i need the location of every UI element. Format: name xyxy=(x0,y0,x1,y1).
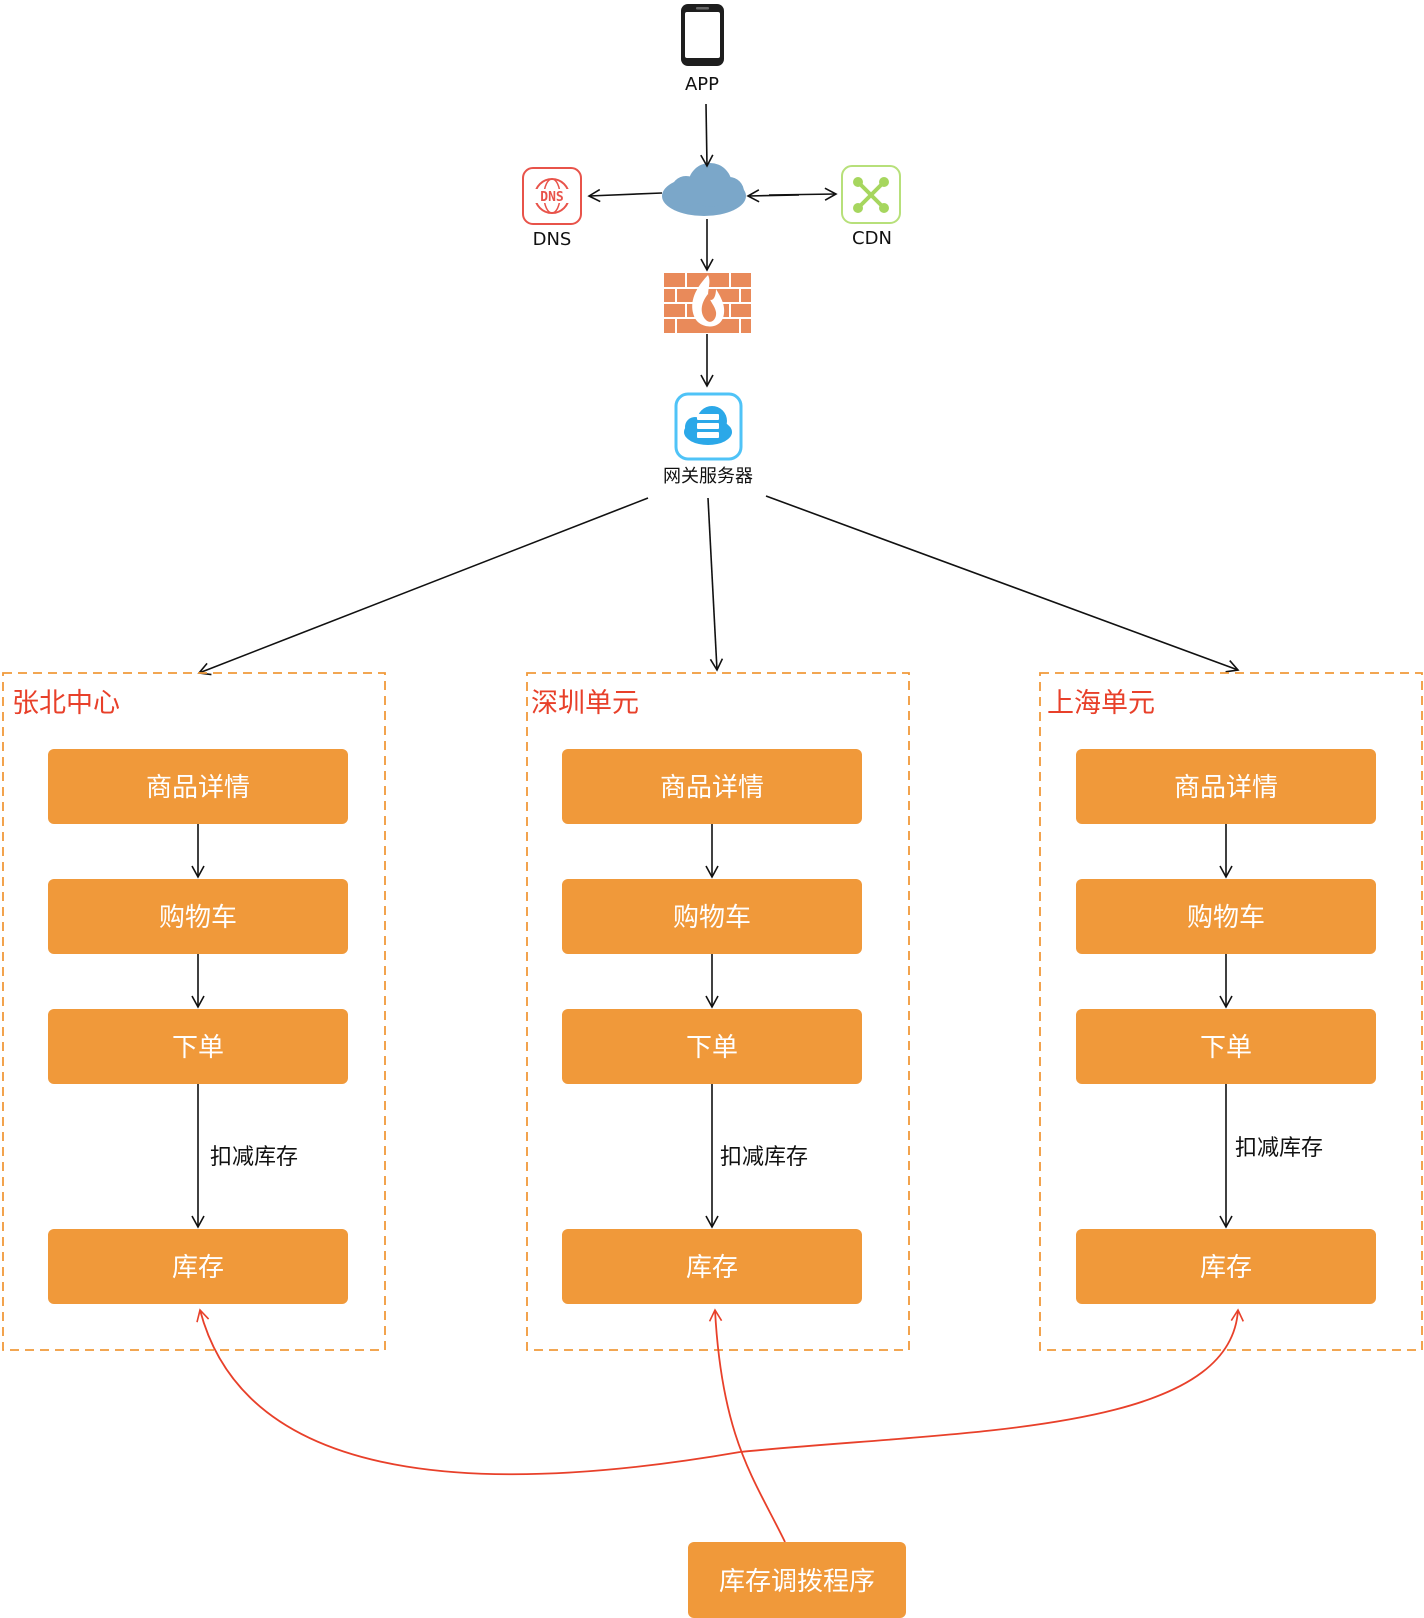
unit-region: 上海单元 商品详情 购物车 下单 库存 扣减库存 xyxy=(1039,672,1423,1351)
cloud-to-cdn-arrow xyxy=(768,187,838,201)
flow-box-label: 购物车 xyxy=(159,903,237,933)
allocator-to-unit3-arrow xyxy=(739,1308,1244,1453)
app-to-cloud-arrow xyxy=(700,103,714,168)
flow-box[interactable]: 购物车 xyxy=(48,879,348,954)
flow-box-label: 下单 xyxy=(172,1033,224,1063)
gateway-label: 网关服务器 xyxy=(663,466,753,487)
allocator-to-unit1-arrow xyxy=(196,1308,741,1476)
flow-box[interactable]: 库存 xyxy=(48,1229,348,1304)
flow-box[interactable]: 下单 xyxy=(1076,1009,1376,1084)
inventory-allocator-label: 库存调拨程序 xyxy=(719,1567,875,1597)
flow-box[interactable]: 商品详情 xyxy=(48,749,348,824)
flow-box-label: 购物车 xyxy=(1187,903,1265,933)
flow-box[interactable]: 下单 xyxy=(562,1009,862,1084)
unit-region: 张北中心 商品详情 购物车 下单 库存 扣减库存 xyxy=(2,672,386,1351)
flow-box-label: 下单 xyxy=(1200,1033,1252,1063)
app-label: APP xyxy=(685,74,719,95)
cdn-icon xyxy=(841,165,901,224)
flow-box-label: 库存 xyxy=(1200,1253,1252,1283)
flow-box[interactable]: 购物车 xyxy=(1076,879,1376,954)
dns-label: DNS xyxy=(533,229,572,250)
edge-label: 扣减库存 xyxy=(1235,1136,1323,1161)
cloud-icon xyxy=(662,163,746,216)
gateway-to-unit1-arrow xyxy=(197,497,649,676)
allocator-to-unit2-arrow xyxy=(708,1308,786,1543)
region-title: 深圳单元 xyxy=(531,688,639,719)
region-title: 张北中心 xyxy=(12,688,120,719)
flow-box-label: 库存 xyxy=(686,1253,738,1283)
gateway-to-unit3-arrow xyxy=(765,495,1240,673)
gateway-to-unit2-arrow xyxy=(707,497,724,672)
flow-box[interactable]: 库存 xyxy=(562,1229,862,1304)
gateway-server-icon xyxy=(674,392,743,461)
top-connectors xyxy=(197,103,1240,676)
region-title: 上海单元 xyxy=(1047,688,1155,719)
firewall-icon xyxy=(664,273,751,333)
flow-box-label: 下单 xyxy=(686,1033,738,1063)
edge-label: 扣减库存 xyxy=(210,1145,298,1170)
phone-icon xyxy=(681,4,724,66)
svg-text:DNS: DNS xyxy=(540,190,564,205)
dns-icon: DNS xyxy=(522,167,582,225)
edge-label: 扣减库存 xyxy=(720,1145,808,1170)
flow-box[interactable]: 库存 xyxy=(1076,1229,1376,1304)
flow-box[interactable]: 购物车 xyxy=(562,879,862,954)
unit-region: 深圳单元 商品详情 购物车 下单 库存 扣减库存 xyxy=(526,672,910,1351)
inventory-allocator-box[interactable]: 库存调拨程序 xyxy=(688,1542,906,1618)
flow-box-label: 商品详情 xyxy=(1174,773,1278,803)
cloud-to-dns-arrow xyxy=(587,188,663,203)
flow-box-label: 库存 xyxy=(172,1253,224,1283)
flow-box-label: 商品详情 xyxy=(146,773,250,803)
flow-box[interactable]: 商品详情 xyxy=(562,749,862,824)
flow-box[interactable]: 商品详情 xyxy=(1076,749,1376,824)
flow-box-label: 商品详情 xyxy=(660,773,764,803)
flow-box-label: 购物车 xyxy=(673,903,751,933)
flow-box[interactable]: 下单 xyxy=(48,1009,348,1084)
cdn-label: CDN xyxy=(852,228,892,249)
allocation-arrows xyxy=(196,1308,1244,1543)
